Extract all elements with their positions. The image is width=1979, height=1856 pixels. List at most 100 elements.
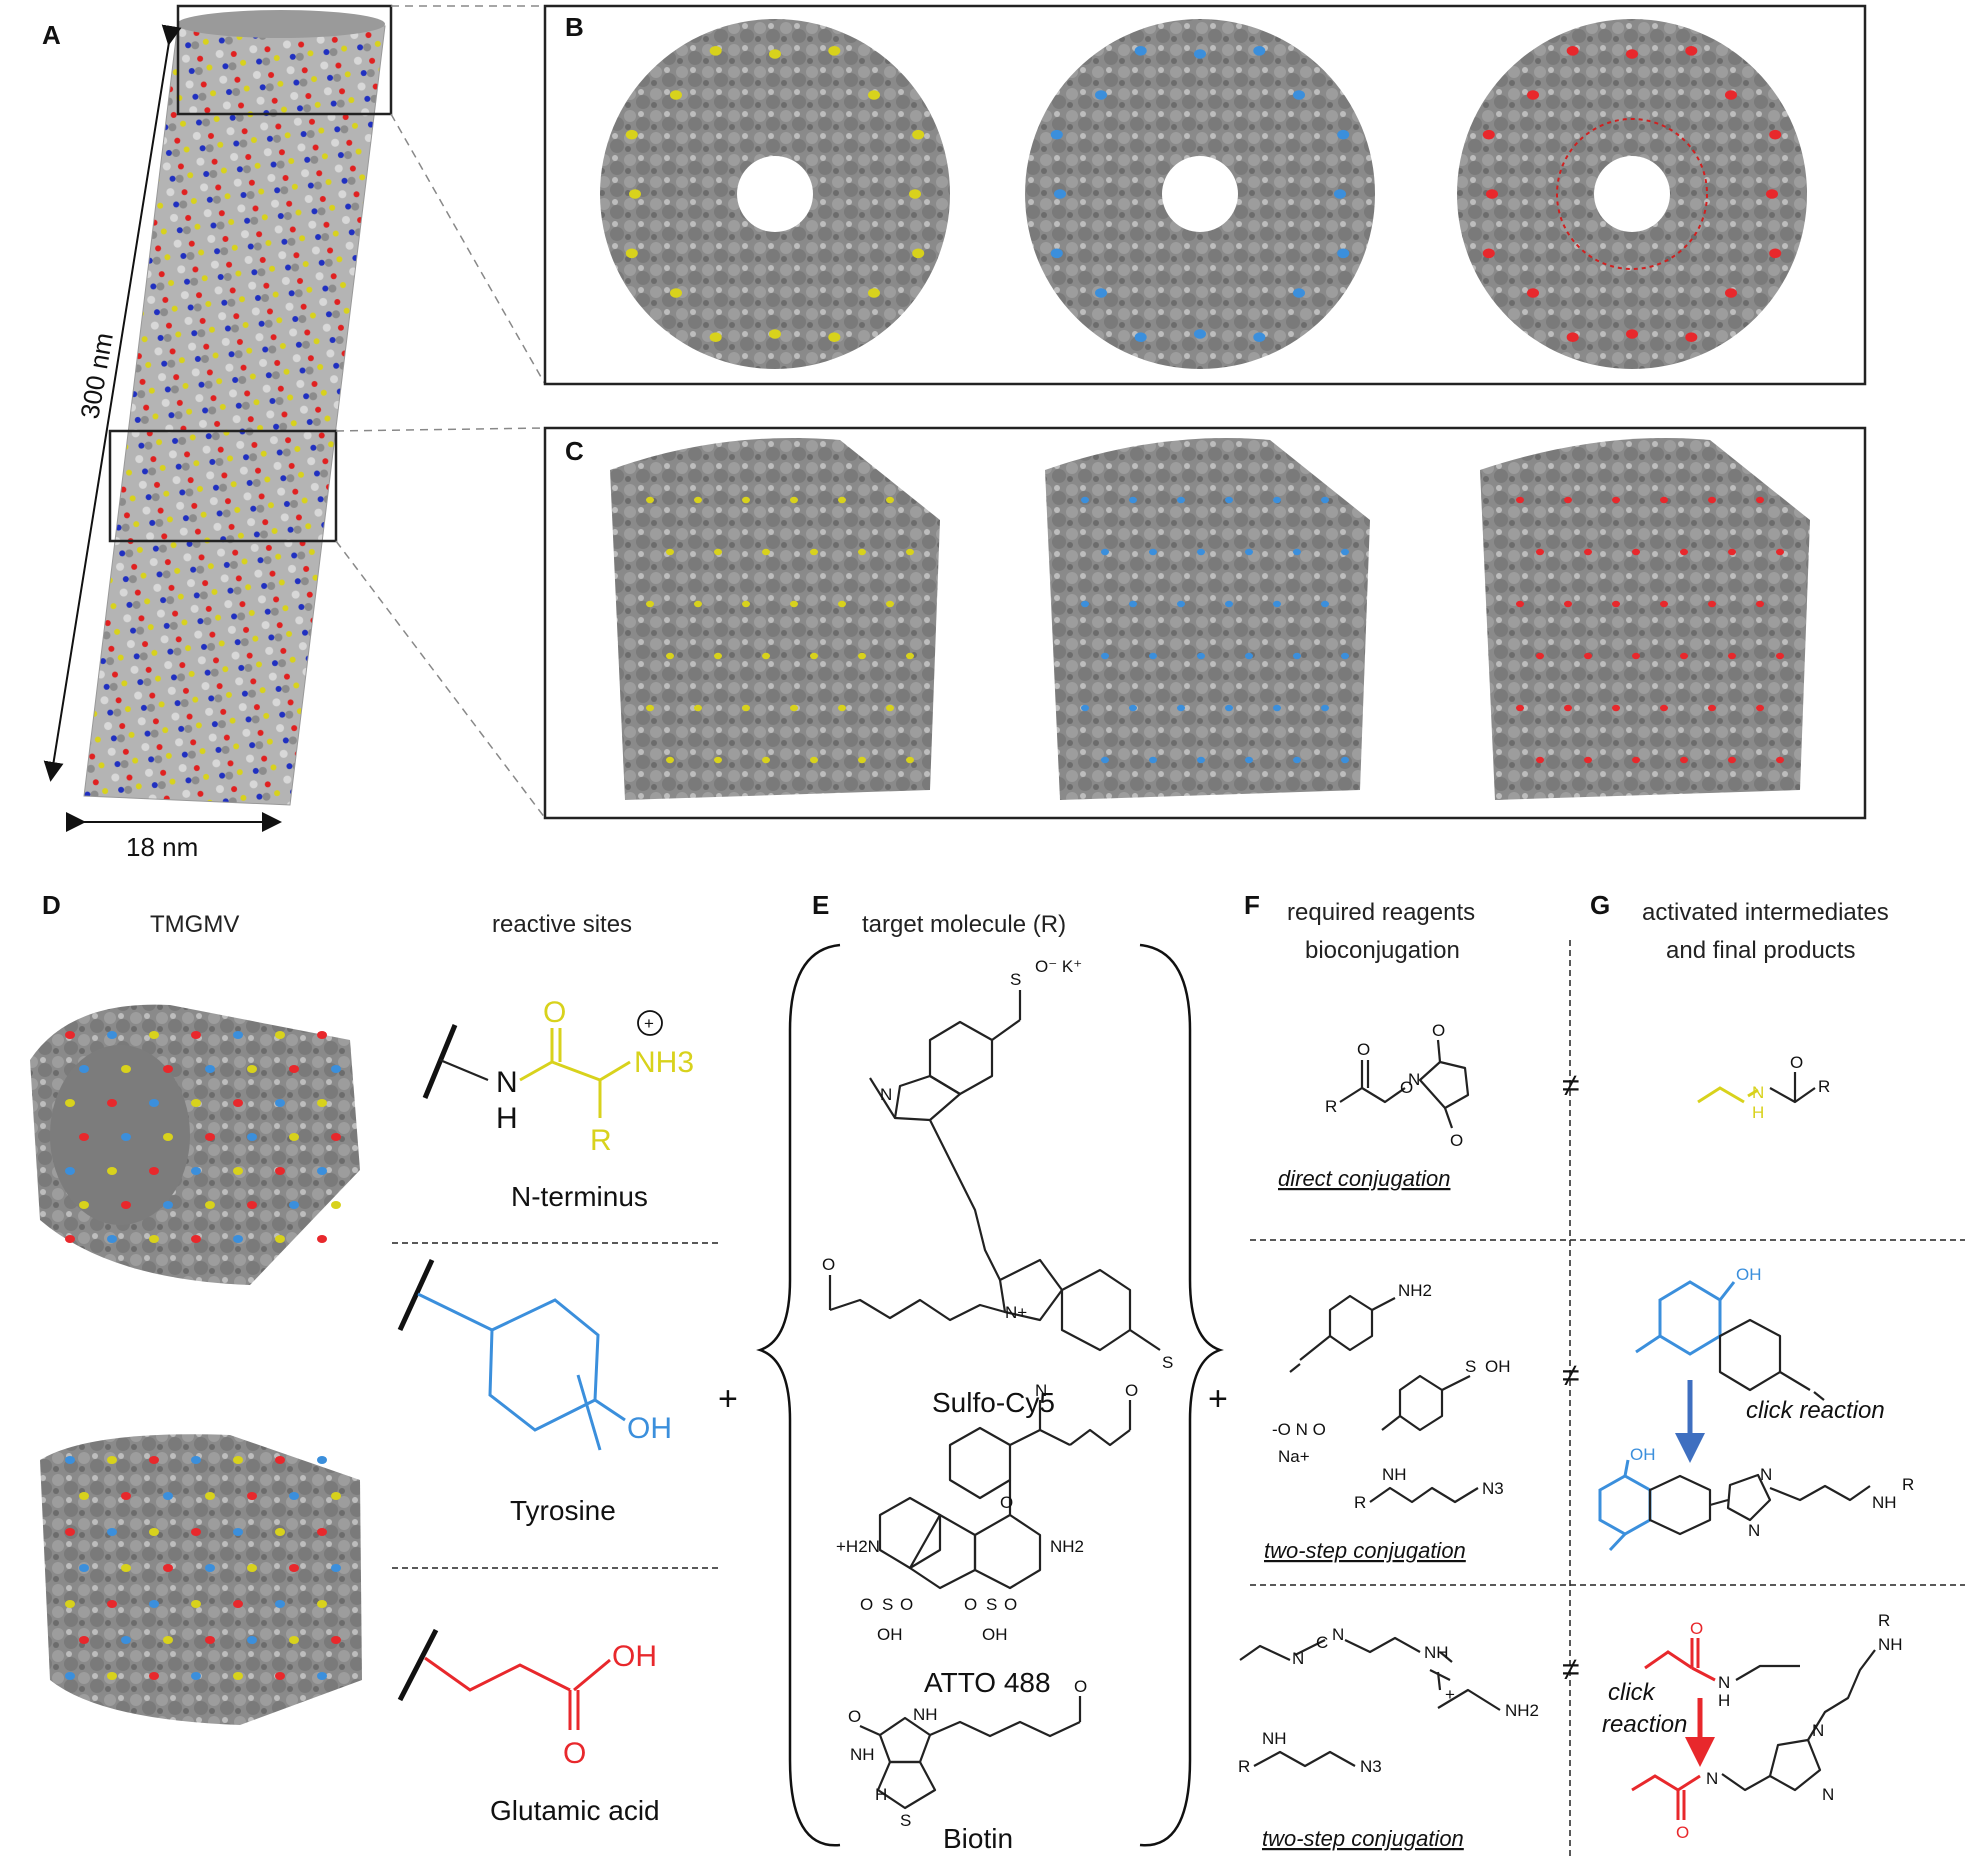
site-marker bbox=[331, 1636, 341, 1644]
atto488-structure: N O O +H2N NH2 O S O OH O S O OH bbox=[836, 1381, 1138, 1644]
site-marker bbox=[1341, 756, 1349, 764]
site-marker bbox=[1225, 704, 1233, 712]
atom-nh: NH bbox=[850, 1745, 875, 1764]
site-marker bbox=[275, 1672, 285, 1680]
site-marker bbox=[163, 1564, 173, 1572]
site-marker bbox=[107, 1167, 117, 1175]
atom-o: O bbox=[1125, 1381, 1138, 1400]
site-marker bbox=[65, 1167, 75, 1175]
biotin-structure: O NH NH H S O bbox=[848, 1677, 1087, 1830]
atom-h: H bbox=[1718, 1691, 1730, 1710]
equiv-3: ≠ bbox=[1562, 1651, 1580, 1687]
site-marker bbox=[331, 1492, 341, 1500]
site-marker bbox=[1054, 189, 1066, 199]
site-marker bbox=[646, 496, 654, 504]
atom-h2n: +H2N bbox=[836, 1537, 880, 1556]
site-marker bbox=[1273, 704, 1281, 712]
atom-n: N bbox=[1760, 1465, 1772, 1484]
site-marker bbox=[858, 652, 866, 660]
site-marker bbox=[1769, 129, 1782, 140]
site-marker bbox=[1225, 496, 1233, 504]
site-marker bbox=[149, 1672, 159, 1680]
site-marker bbox=[912, 129, 925, 140]
site-marker bbox=[1273, 496, 1281, 504]
site-marker bbox=[694, 496, 702, 504]
site-marker bbox=[1566, 332, 1579, 343]
plus-d: + bbox=[718, 1380, 738, 1418]
site-marker bbox=[714, 652, 722, 660]
site-marker bbox=[233, 1235, 243, 1243]
site-marker bbox=[1081, 600, 1089, 608]
site-marker bbox=[205, 1492, 215, 1500]
site-marker bbox=[1177, 600, 1185, 608]
atom-s: S bbox=[900, 1811, 911, 1830]
site-marker bbox=[317, 1456, 327, 1464]
disk-nterminus bbox=[600, 19, 950, 369]
site-marker bbox=[1776, 756, 1784, 764]
site-marker bbox=[1728, 548, 1736, 556]
model-site-dots bbox=[65, 1031, 341, 1680]
method-two-step-1: two-step conjugation bbox=[1264, 1538, 1466, 1563]
atom-n: N bbox=[880, 1085, 892, 1104]
header-reagents-1: required reagents bbox=[1287, 899, 1475, 926]
site-marker bbox=[1337, 129, 1350, 140]
site-marker bbox=[1685, 45, 1698, 56]
site-marker bbox=[289, 1065, 299, 1073]
site-marker bbox=[1101, 652, 1109, 660]
site-marker bbox=[275, 1167, 285, 1175]
site-marker bbox=[709, 45, 722, 56]
site-marker bbox=[149, 1031, 159, 1039]
site-marker bbox=[1724, 288, 1737, 298]
site-marker bbox=[625, 248, 638, 259]
site-marker bbox=[107, 1456, 117, 1464]
tyrosine-final-structure: OH N N NH R bbox=[1598, 1445, 1914, 1552]
site-marker bbox=[742, 704, 750, 712]
site-marker bbox=[163, 1492, 173, 1500]
site-marker bbox=[191, 1672, 201, 1680]
site-marker bbox=[149, 1528, 159, 1536]
sulfo-cy5-structure: S O⁻ K⁺ N N+ S O bbox=[822, 957, 1173, 1372]
site-marker bbox=[1728, 756, 1736, 764]
site-marker bbox=[65, 1235, 75, 1243]
site-marker bbox=[1756, 704, 1764, 712]
site-marker bbox=[714, 756, 722, 764]
header-reagents-2: bioconjugation bbox=[1305, 937, 1460, 964]
site-marker bbox=[247, 1564, 257, 1572]
site-marker bbox=[1149, 548, 1157, 556]
site-marker bbox=[79, 1065, 89, 1073]
site-marker bbox=[65, 1099, 75, 1107]
site-marker bbox=[317, 1167, 327, 1175]
length-arrow bbox=[43, 24, 182, 782]
site-marker bbox=[625, 129, 638, 140]
site-marker bbox=[1321, 496, 1329, 504]
molecule-atto488: ATTO 488 bbox=[924, 1667, 1051, 1698]
site-marker bbox=[742, 600, 750, 608]
atom-oh: OH bbox=[1736, 1265, 1762, 1284]
atom-o: O bbox=[1004, 1595, 1017, 1614]
length-label: 300 nm bbox=[74, 330, 119, 421]
atom-n: N bbox=[1752, 1083, 1764, 1102]
atom-r: R bbox=[1902, 1475, 1914, 1494]
atom-o: O bbox=[900, 1595, 913, 1614]
site-marker bbox=[205, 1133, 215, 1141]
atom-nh: NH bbox=[1262, 1729, 1287, 1748]
header-target: target molecule (R) bbox=[862, 911, 1066, 938]
nterminus-structure: N H O NH3 + R bbox=[422, 996, 694, 1157]
site-marker bbox=[1536, 756, 1544, 764]
site-marker bbox=[289, 1133, 299, 1141]
atom-o: O bbox=[1690, 1619, 1703, 1638]
site-marker bbox=[1708, 704, 1716, 712]
atom-n: N bbox=[1035, 1381, 1047, 1400]
site-marker bbox=[149, 1099, 159, 1107]
connector bbox=[390, 113, 546, 385]
atom-nh: NH bbox=[913, 1705, 938, 1724]
atom-nh2: NH2 bbox=[1050, 1537, 1084, 1556]
atom-s: S bbox=[882, 1595, 893, 1614]
site-marker bbox=[1101, 548, 1109, 556]
atom-o: O bbox=[1432, 1021, 1445, 1040]
site-marker bbox=[1321, 600, 1329, 608]
atom-o: O bbox=[848, 1707, 861, 1726]
site-marker bbox=[1728, 652, 1736, 660]
panel-label-c: C bbox=[565, 436, 584, 466]
atom-n: N bbox=[496, 1066, 518, 1099]
